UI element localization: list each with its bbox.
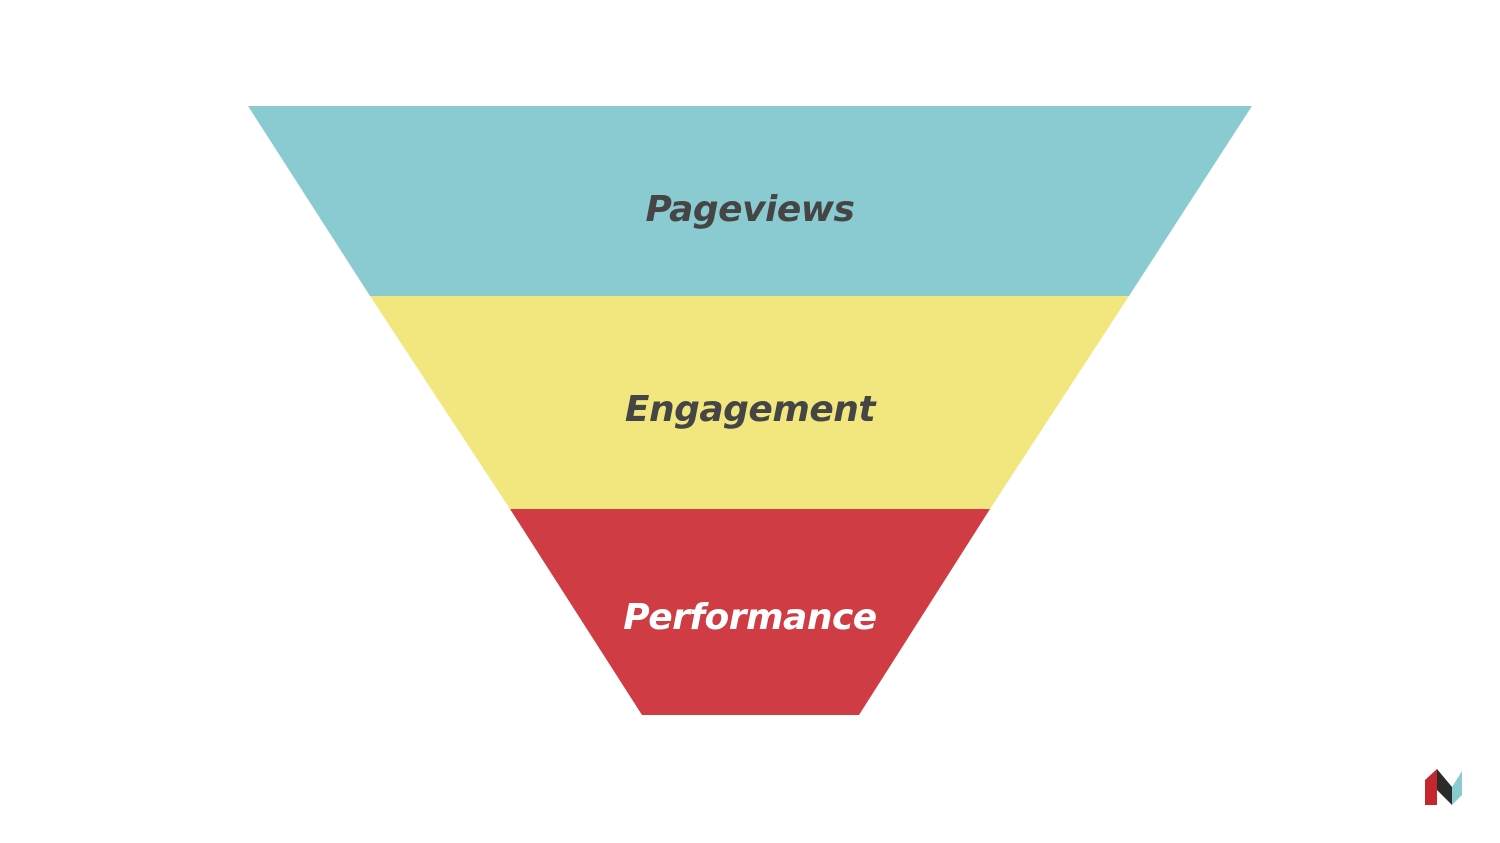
funnel-stage-pageviews: Pageviews: [248, 106, 1252, 296]
funnel-stage-performance: Performance: [510, 509, 990, 715]
funnel-band-engagement: [370, 296, 1129, 509]
brand-logo-icon: [1425, 769, 1462, 805]
funnel-band-performance: [510, 509, 990, 715]
funnel-stage-engagement: Engagement: [370, 296, 1129, 509]
funnel-label-pageviews: Pageviews: [646, 189, 855, 230]
logo-red-facet: [1425, 769, 1437, 805]
funnel-diagram: Pageviews Engagement Performance: [248, 106, 1252, 715]
logo-teal-facet: [1452, 771, 1462, 805]
logo-dark-facet: [1437, 769, 1452, 805]
funnel-band-pageviews: [248, 106, 1252, 296]
funnel-label-engagement: Engagement: [625, 389, 878, 430]
funnel-label-performance: Performance: [623, 597, 877, 638]
